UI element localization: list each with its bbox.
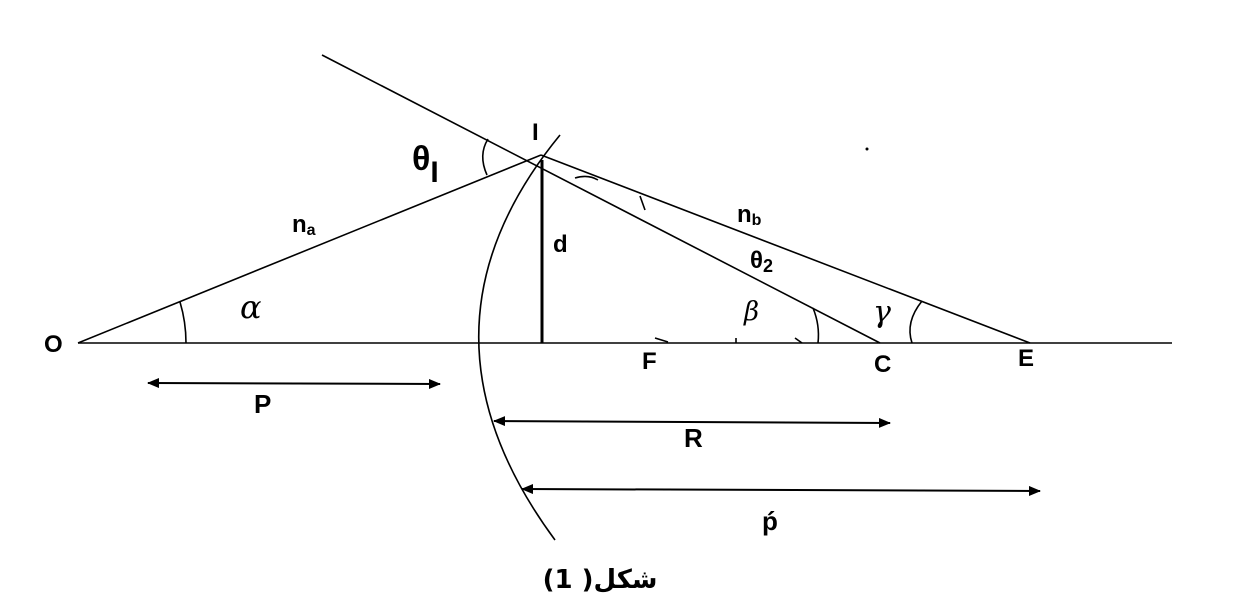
axis-tick-3 — [794, 337, 803, 344]
label-n-b: nb — [737, 201, 762, 229]
small-arc-at-I — [574, 175, 599, 181]
theta2-tick — [639, 195, 646, 211]
label-I: I — [532, 119, 539, 146]
label-theta1: θI — [412, 140, 439, 189]
label-alpha: α — [240, 288, 262, 326]
label-p-prime: ṕ — [762, 506, 778, 536]
label-C: C — [874, 351, 891, 378]
label-beta: β — [743, 297, 759, 327]
label-R: R — [684, 423, 703, 453]
incident-ray — [77, 154, 542, 344]
beta-arc — [812, 307, 820, 344]
alpha-arc — [179, 301, 187, 344]
p-prime-dimension-arrow — [521, 484, 1041, 496]
label-P: P — [254, 389, 271, 419]
label-gamma: γ — [873, 295, 891, 330]
figure-caption: شكل( 1) — [543, 565, 658, 595]
r-dimension-arrow — [493, 416, 891, 428]
gamma-arc — [909, 300, 923, 344]
axis-tick-1 — [654, 337, 669, 343]
label-E: E — [1018, 345, 1034, 372]
spherical-surface — [477, 134, 561, 541]
p-dimension-arrow — [147, 378, 441, 389]
label-d: d — [553, 231, 568, 258]
label-n-a: na — [292, 211, 316, 239]
label-theta2: θ2 — [750, 247, 773, 276]
refracted-ray — [540, 154, 1031, 344]
label-O: O — [44, 331, 63, 358]
label-F: F — [642, 348, 657, 375]
theta1-arc — [481, 138, 489, 176]
stray-dot — [865, 147, 869, 151]
normal-line — [321, 54, 881, 344]
